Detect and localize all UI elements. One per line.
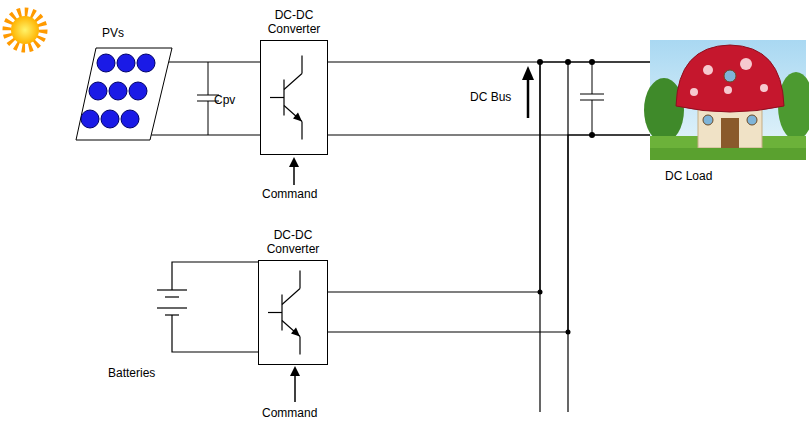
bus-voltage-arrow (522, 66, 534, 118)
pv-panel-outline (74, 46, 174, 142)
wire-connector (328, 62, 650, 332)
command-label: Command (262, 187, 317, 201)
dc-load-house-outline (650, 40, 806, 160)
pv-panel: PVs (74, 46, 174, 142)
wire-connector (172, 262, 258, 352)
battery-symbol-outline (148, 280, 196, 326)
sun-icon (7, 12, 43, 48)
converter-heading: DC-DC Converter (259, 8, 329, 36)
converter-box: DC-DC Converter (260, 40, 328, 155)
wire-connector (328, 62, 650, 135)
node-label: PVs (102, 26, 124, 40)
capacitor-label: Cpv (214, 93, 235, 107)
converter-heading: DC-DC Converter (258, 228, 328, 256)
converter-box-outline (258, 260, 328, 365)
dc-load-house: DC Load (650, 40, 806, 160)
junction-dots (537, 59, 595, 335)
converter-box-outline (260, 40, 328, 155)
dc-bus-lines (540, 62, 568, 412)
command-label: Command (262, 406, 317, 420)
node-label: Batteries (108, 366, 155, 380)
bus-capacitor (580, 62, 604, 135)
wire-connector (151, 62, 260, 135)
battery-symbol: Batteries (148, 280, 196, 326)
bus-label: DC Bus (470, 90, 511, 104)
node-label: DC Load (665, 169, 712, 183)
converter-box: DC-DC Converter (258, 260, 328, 365)
